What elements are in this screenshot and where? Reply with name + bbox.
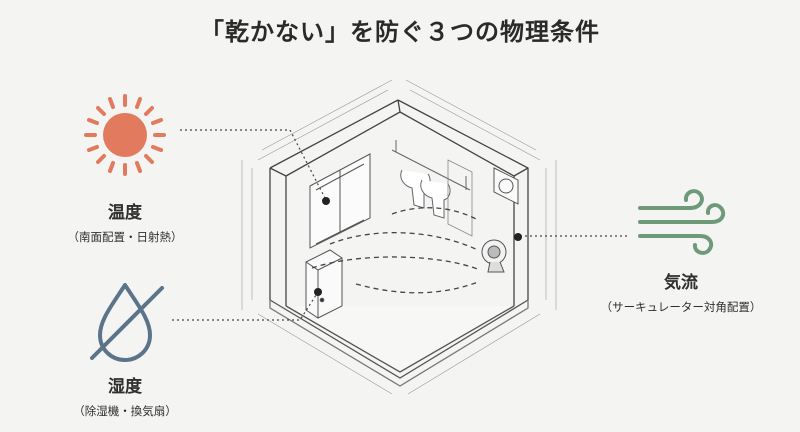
factor-airflow: 気流 （サーキュレーター対角配置） (570, 268, 792, 315)
factor-airflow-note: （サーキュレーター対角配置） (600, 300, 762, 314)
airflow-arrows (311, 207, 481, 294)
factor-temperature-name: 温度 (108, 203, 142, 223)
pointer-dots (314, 197, 522, 296)
dehumidifier (305, 249, 343, 319)
clothes-rack (391, 140, 471, 219)
dimension-lines (241, 79, 557, 395)
door (447, 159, 473, 237)
factor-airflow-name: 気流 (664, 273, 698, 293)
factor-humidity: 湿度 （除湿機・換気扇） (55, 372, 195, 419)
factor-temperature: 温度 （南面配置・日射熱） (55, 198, 195, 245)
sun-icon (84, 94, 166, 176)
circulator-fan (481, 239, 507, 273)
room-walls (269, 99, 529, 387)
factor-humidity-note: （除湿機・換気扇） (73, 404, 177, 418)
page-title: 「乾かない」を防ぐ３つの物理条件 (200, 18, 600, 46)
ventilation-fan (493, 167, 519, 205)
factor-temperature-note: （南面配置・日射熱） (67, 230, 183, 244)
wind-icon (638, 189, 726, 255)
pointer-lines (172, 129, 628, 321)
window (309, 153, 371, 249)
factor-humidity-name: 湿度 (108, 377, 142, 397)
water-drop-slash-icon (90, 283, 164, 362)
